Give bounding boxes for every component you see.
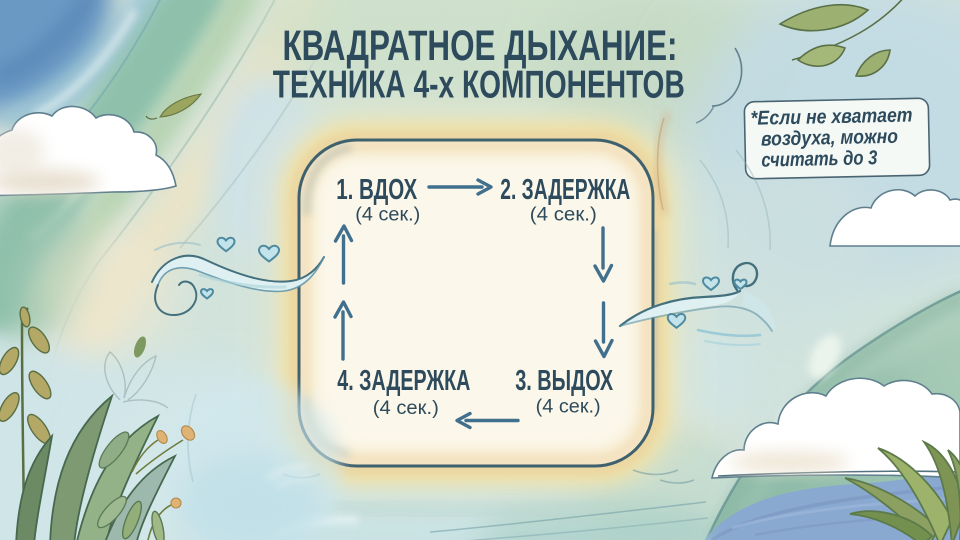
svg-text:КВАДРАТНОЕ ДЫХАНИЕ:: КВАДРАТНОЕ ДЫХАНИЕ:	[283, 22, 678, 70]
svg-text:(4 сек.): (4 сек.)	[373, 398, 439, 419]
svg-text:3. ВЫДОХ: 3. ВЫДОХ	[515, 365, 613, 397]
svg-text:(4 сек.): (4 сек.)	[530, 205, 597, 226]
svg-text:1. ВДОХ: 1. ВДОХ	[336, 174, 417, 206]
svg-text:воздуха, можно: воздуха, можно	[761, 126, 898, 151]
svg-text:*Если не хватает: *Если не хватает	[750, 104, 912, 129]
svg-text:(4 сек.): (4 сек.)	[355, 205, 420, 226]
svg-text:4. ЗАДЕРЖКА: 4. ЗАДЕРЖКА	[337, 365, 470, 397]
svg-text:2. ЗАДЕРЖКА: 2. ЗАДЕРЖКА	[500, 174, 630, 206]
svg-text:считать до 3: считать до 3	[761, 147, 877, 171]
svg-text:ТЕХНИКА 4-х КОМПОНЕНТОВ: ТЕХНИКА 4-х КОМПОНЕНТОВ	[273, 64, 685, 107]
svg-text:(4 сек.): (4 сек.)	[536, 397, 601, 418]
